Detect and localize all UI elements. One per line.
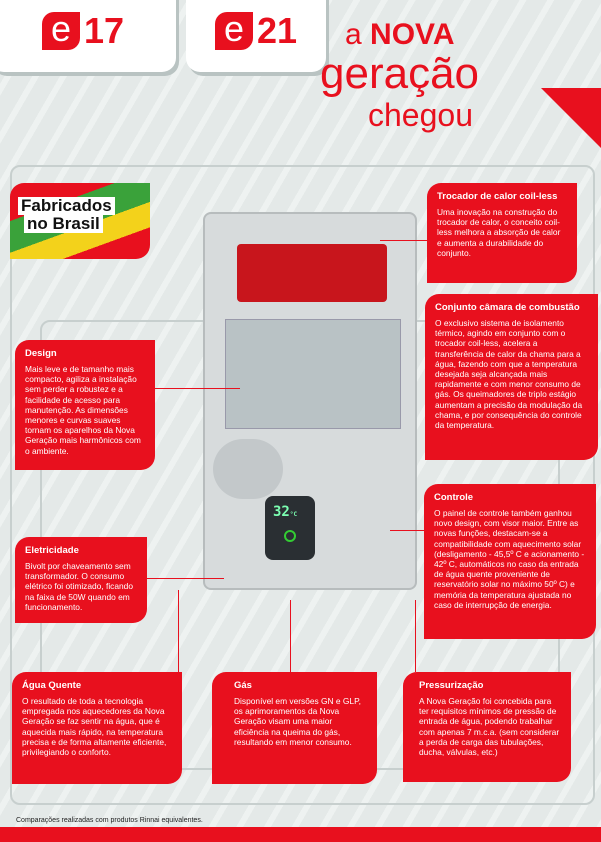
combustion-chamber	[225, 319, 401, 429]
slogan-line2: geração	[320, 49, 480, 98]
callout-text: Mais leve e de tamanho mais compacto, ag…	[25, 364, 141, 456]
callout-pressurizacao: Pressurização A Nova Geração foi concebi…	[403, 672, 571, 782]
temperature-value: 32	[273, 504, 290, 520]
connector-line	[390, 530, 425, 531]
callout-title: Controle	[434, 492, 474, 503]
callout-text: O exclusivo sistema de isolamento térmic…	[435, 318, 583, 431]
corner-triangle	[541, 88, 601, 148]
connector-line	[178, 590, 179, 672]
callout-text: O painel de controle também ganhou novo …	[434, 508, 585, 610]
callout-gas: Gás Disponível em versões GN e GLP, os a…	[212, 672, 377, 784]
model-e17-logo: e	[41, 11, 80, 50]
callout-text: Disponível em versões GN e GLP, os aprim…	[234, 696, 361, 747]
callout-title: Água Quente	[22, 680, 82, 691]
connector-line	[415, 600, 416, 672]
temperature-display: 32°C	[273, 504, 307, 520]
slogan-line3: chegou	[368, 97, 473, 133]
callout-title: Design	[25, 348, 57, 359]
footer-note: Comparações realizadas com produtos Rinn…	[16, 817, 203, 824]
callout-title: Conjunto câmara de combustão	[435, 302, 580, 313]
callout-trocador: Trocador de calor coil-less Uma inovação…	[427, 183, 577, 283]
slogan-line1: a NOVA	[345, 20, 454, 50]
callout-title: Gás	[234, 680, 252, 691]
callout-text: O resultado de toda a tecnologia emprega…	[22, 696, 167, 758]
fan-unit	[213, 439, 283, 499]
callout-text: A Nova Geração foi concebida para ter re…	[419, 696, 560, 758]
callout-controle: Controle O painel de controle também gan…	[424, 484, 596, 639]
callout-conjunto: Conjunto câmara de combustão O exclusivo…	[425, 294, 598, 460]
callout-title: Pressurização	[419, 680, 484, 691]
callout-agua-quente: Água Quente O resultado de toda a tecnol…	[12, 672, 182, 784]
water-heater-image: 32°C	[203, 212, 417, 590]
heat-exchanger	[237, 244, 387, 302]
slogan-a: a	[345, 18, 362, 51]
callout-eletricidade: Eletricidade Bivolt por chaveamento sem …	[15, 537, 147, 623]
model-e17-number: 17	[83, 10, 125, 51]
callout-design: Design Mais leve e de tamanho mais compa…	[15, 340, 155, 470]
callout-text: Uma inovação na construção do trocador d…	[437, 207, 561, 258]
made-in-brazil-badge: Fabricados no Brasil	[10, 183, 150, 259]
callout-title: Eletricidade	[25, 545, 79, 556]
connector-line	[290, 600, 291, 672]
model-e21-logo: e	[214, 11, 253, 50]
connector-line	[144, 578, 224, 579]
model-e21-number: 21	[256, 10, 298, 51]
footer-bar	[0, 827, 601, 842]
temperature-unit: °C	[289, 511, 298, 518]
model-e21-tab: e 21	[186, 0, 326, 72]
power-button	[284, 530, 296, 542]
connector-line	[380, 240, 428, 241]
callout-title: Trocador de calor coil-less	[437, 191, 558, 202]
badge-line1: Fabricados	[18, 197, 115, 215]
connector-line	[150, 388, 240, 389]
badge-line2: no Brasil	[24, 215, 103, 233]
callout-text: Bivolt por chaveamento sem transformador…	[25, 561, 133, 612]
slogan-nova: NOVA	[370, 18, 455, 51]
model-e17-tab: e 17	[0, 0, 176, 72]
control-panel: 32°C	[265, 496, 315, 560]
